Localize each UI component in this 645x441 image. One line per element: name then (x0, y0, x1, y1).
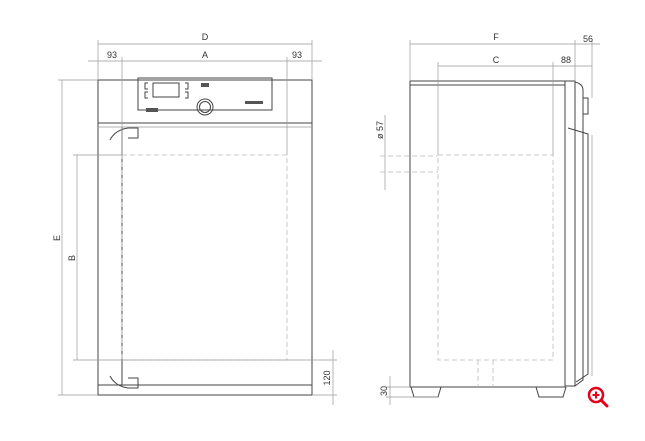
top-hinge (109, 127, 139, 141)
dim-label-120: 120 (322, 370, 332, 385)
dim-label-f: F (493, 32, 499, 42)
dim-label-left-93: 93 (107, 50, 117, 60)
side-view: F 56 C 88 ø 57 30 (375, 32, 600, 405)
front-view: D A 93 93 E B 120 (52, 32, 337, 405)
dim-label-56: 56 (583, 34, 593, 44)
dim-label-30: 30 (379, 386, 389, 396)
indicator (201, 83, 209, 87)
dim-label-88: 88 (561, 55, 571, 65)
bottom-hinge (109, 375, 139, 389)
dim-label-d: D (202, 32, 209, 42)
display (152, 82, 180, 98)
door-profile (565, 80, 576, 387)
front-interior-outline (121, 154, 288, 361)
dim-label-right-93: 93 (292, 50, 302, 60)
zoom-in-button[interactable] (586, 385, 610, 409)
rear-foot (535, 386, 567, 398)
dim-label-a: A (202, 50, 208, 60)
front-body-outline (97, 79, 313, 396)
dim-label-diameter-57: ø 57 (375, 121, 385, 139)
control-panel (137, 77, 273, 111)
zoom-in-icon (587, 386, 609, 408)
control-knob (196, 98, 214, 116)
front-foot (410, 386, 442, 398)
brand-logo (245, 101, 263, 104)
dim-label-e: E (52, 235, 62, 241)
door-handle (582, 97, 589, 115)
side-body-outline (409, 80, 566, 388)
dim-label-c: C (493, 55, 500, 65)
side-interior-outline (437, 154, 554, 361)
dim-label-b: B (67, 255, 77, 261)
